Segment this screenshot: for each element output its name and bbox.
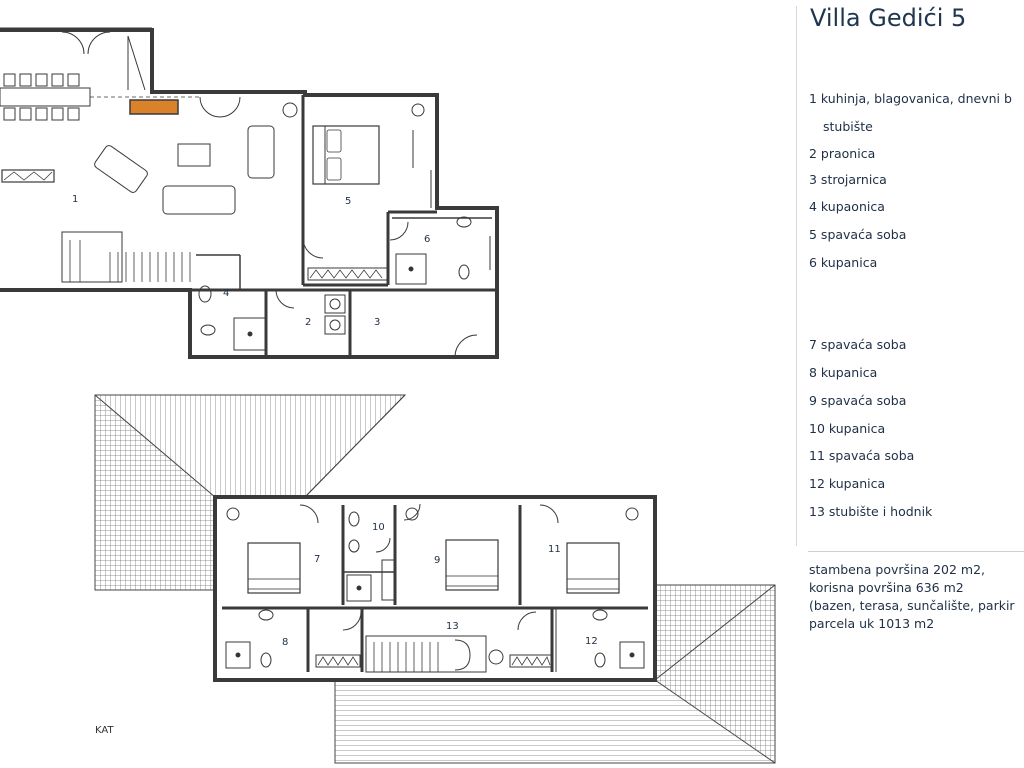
room-number-1: 1: [72, 194, 78, 205]
legend-item: 6 kupanica: [809, 255, 878, 270]
legend-item: 1 kuhinja, blagovanica, dnevni b: [809, 91, 1012, 106]
villa-title: Villa Gedići 5: [810, 4, 967, 32]
legend-separator: [808, 551, 1024, 552]
room-number-4: 4: [223, 288, 229, 299]
room-number-12: 12: [585, 636, 598, 647]
legend-item: 4 kupaonica: [809, 199, 885, 214]
room-number-10: 10: [372, 522, 385, 533]
legend-item: 11 spavaća soba: [809, 448, 915, 463]
floor-label: KAT: [95, 725, 114, 736]
legend-panel: Villa Gedići 5 1 kuhinja, blagovanica, d…: [796, 0, 1024, 768]
room-number-13: 13: [446, 621, 459, 632]
area-info-line: (bazen, terasa, sunčalište, parkir: [809, 598, 1015, 613]
room-number-9: 9: [434, 555, 440, 566]
legend-item: stubište: [823, 119, 873, 134]
legend-item: 13 stubište i hodnik: [809, 504, 933, 519]
room-number-6: 6: [424, 234, 430, 245]
legend-item: 9 spavaća soba: [809, 393, 907, 408]
legend-item: 2 praonica: [809, 146, 876, 161]
area-info-line: parcela uk 1013 m2: [809, 616, 935, 631]
room-number-3: 3: [374, 317, 380, 328]
legend-item: 10 kupanica: [809, 421, 886, 436]
area-info-line: stambena površina 202 m2,: [809, 562, 986, 577]
room-number-5: 5: [345, 196, 351, 207]
legend-item: 5 spavaća soba: [809, 227, 907, 242]
legend-item: 7 spavaća soba: [809, 337, 907, 352]
ground-floor: [0, 27, 499, 359]
area-info-line: korisna površina 636 m2: [809, 580, 964, 595]
floor-plan-drawing: 1 2 3 4 5 6 7 8 9 10 11 12 13: [0, 27, 776, 764]
legend-item: 8 kupanica: [809, 365, 878, 380]
room-number-8: 8: [282, 637, 288, 648]
legend-item: 12 kupanica: [809, 476, 886, 491]
room-number-2: 2: [305, 317, 311, 328]
legend-divider: [796, 6, 797, 546]
upper-floor: [94, 394, 776, 764]
legend-item: 3 strojarnica: [809, 172, 887, 187]
room-number-11: 11: [548, 544, 561, 555]
room-number-7: 7: [314, 554, 320, 565]
